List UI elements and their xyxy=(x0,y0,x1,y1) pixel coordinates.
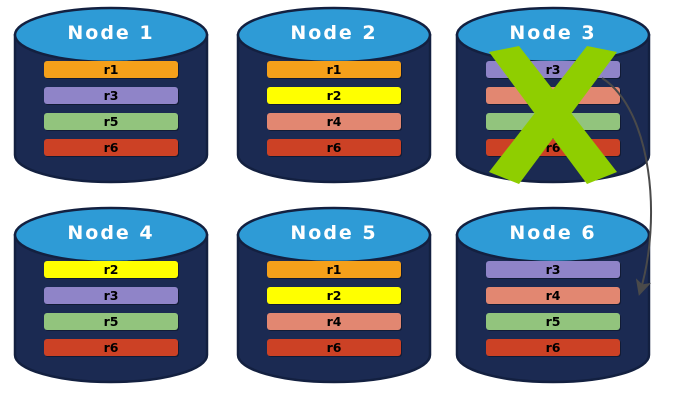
chunk-r6[interactable]: r6 xyxy=(486,339,620,356)
chunk-label: r4 xyxy=(326,314,342,329)
cylinder-top-disc xyxy=(13,6,209,64)
cylinder-top-disc xyxy=(455,6,651,64)
chunk-label: r6 xyxy=(545,340,561,355)
chunk-r5[interactable]: r5 xyxy=(44,313,178,330)
chunk-label: r3 xyxy=(103,88,119,103)
chunk-label: r5 xyxy=(103,314,119,329)
chunk-label: r4 xyxy=(326,114,342,129)
chunk-r6[interactable]: r6 xyxy=(44,139,178,156)
chunk-r6[interactable]: r6 xyxy=(44,339,178,356)
chunk-label: r6 xyxy=(103,140,119,155)
chunk-list: r2 r3 r5 r6 xyxy=(44,261,178,365)
chunk-r4[interactable]: r4 xyxy=(267,313,401,330)
chunk-label: r5 xyxy=(103,114,119,129)
cylinder-top-disc xyxy=(13,206,209,264)
chunk-list: r3 r4 r5 r6 xyxy=(486,261,620,365)
cylinder-top-disc xyxy=(236,206,432,264)
chunk-label: r3 xyxy=(545,262,561,277)
chunk-list: r1 r2 r4 r6 xyxy=(267,61,401,165)
chunk-label: r3 xyxy=(103,288,119,303)
chunk-r2[interactable]: r2 xyxy=(267,87,401,104)
cylinder-top-disc xyxy=(236,6,432,64)
migration-arrow xyxy=(601,77,653,296)
chunk-r6[interactable]: r6 xyxy=(267,339,401,356)
chunk-r5[interactable]: r5 xyxy=(486,313,620,330)
chunk-label: r6 xyxy=(326,140,342,155)
chunk-label: r4 xyxy=(545,288,561,303)
chunk-label: r5 xyxy=(545,314,561,329)
chunk-r4[interactable]: r4 xyxy=(486,287,620,304)
chunk-r1[interactable]: r1 xyxy=(44,61,178,78)
chunk-label: r6 xyxy=(103,340,119,355)
chunk-list: r1 r3 r5 r6 xyxy=(44,61,178,165)
chunk-r6[interactable]: r6 xyxy=(267,139,401,156)
chunk-label: r2 xyxy=(326,88,342,103)
chunk-r1[interactable]: r1 xyxy=(267,261,401,278)
chunk-r1[interactable]: r1 xyxy=(267,61,401,78)
chunk-r4[interactable]: r4 xyxy=(267,113,401,130)
migration-arrow-path xyxy=(601,77,653,296)
chunk-r3[interactable]: r3 xyxy=(486,261,620,278)
chunk-r2[interactable]: r2 xyxy=(44,261,178,278)
chunk-label: r1 xyxy=(326,262,342,277)
chunk-label: r6 xyxy=(326,340,342,355)
chunk-label: r1 xyxy=(103,62,119,77)
chunk-r2[interactable]: r2 xyxy=(267,287,401,304)
chunk-label: r2 xyxy=(103,262,119,277)
chunk-label: r2 xyxy=(326,288,342,303)
chunk-r3[interactable]: r3 xyxy=(44,287,178,304)
chunk-list: r1 r2 r4 r6 xyxy=(267,261,401,365)
chunk-label: r1 xyxy=(326,62,342,77)
chunk-r3[interactable]: r3 xyxy=(44,87,178,104)
chunk-r5[interactable]: r5 xyxy=(44,113,178,130)
